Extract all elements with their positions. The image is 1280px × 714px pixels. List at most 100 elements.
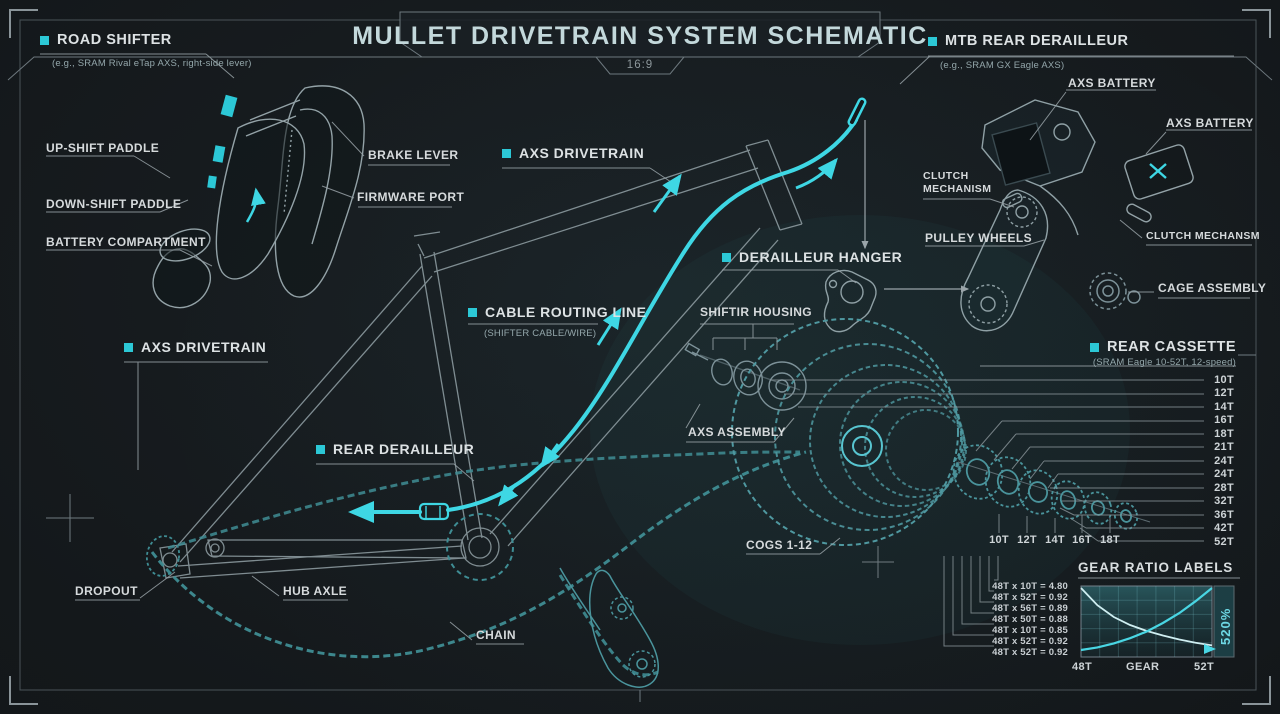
cable-routing-subtitle: (SHIFTER CABLE/WIRE) (484, 328, 597, 339)
corner-brackets (9, 9, 1271, 705)
derailleur-hanger-header: DERAILLEUR HANGER (722, 249, 902, 265)
chart-xtick-high: 52T (1194, 661, 1215, 673)
cog-label: 16T (1214, 414, 1234, 426)
cog-label: 24T (1214, 468, 1234, 480)
derailleur-hanger-title: DERAILLEUR HANGER (739, 249, 903, 265)
section-bullet-icon (316, 445, 325, 454)
axs-drivetrain-left-title: AXS DRIVETRAIN (141, 339, 267, 355)
gear-ratio-row: 48T x 56T = 0.89 (992, 603, 1068, 614)
gear-ratio-row: 48T x 52T = 0.92 (992, 592, 1068, 603)
road-shifter-art (152, 85, 365, 309)
section-bullet-icon (502, 149, 511, 158)
aspect-ratio-badge: 16:9 (626, 59, 654, 71)
exploded-cog-label: 14T (1045, 534, 1065, 546)
cog-label: 24T (1214, 455, 1234, 467)
label-axs-battery-1: AXS BATTERY (1068, 76, 1156, 90)
section-bullet-icon (928, 37, 937, 46)
rear-cassette-subtitle: (SRAM Eagle 10-52T, 12-speed) (1092, 357, 1236, 368)
section-bullet-icon (468, 308, 477, 317)
cog-label: 42T (1214, 522, 1234, 534)
exploded-cog-label: 12T (1017, 534, 1037, 546)
cage-assembly-art (1089, 272, 1141, 310)
rear-cassette-title: REAR CASSETTE (1107, 339, 1236, 355)
mtb-derailleur-header: MTB REAR DERAILLEUR (928, 33, 1129, 49)
label-chain: CHAIN (476, 628, 516, 642)
gear-ratio-row: 48T x 52T = 0.92 (992, 647, 1068, 658)
shift-direction-arrow (245, 187, 266, 223)
label-brake-lever: BRAKE LEVER (368, 148, 459, 162)
section-bullet-icon (124, 343, 133, 352)
cog-label: 52T (1214, 536, 1234, 548)
label-dropout: DROPOUT (75, 584, 138, 598)
pointer-arrows (861, 120, 970, 293)
label-pulley-wheels: PULLEY WHEELS (925, 231, 1032, 245)
label-clutch-line2: MECHANISM (923, 183, 992, 195)
title-banner (7, 11, 1273, 81)
section-bullet-icon (40, 36, 49, 45)
small-cogs-art (952, 444, 1151, 530)
road-shifter-header: ROAD SHIFTER (40, 32, 172, 48)
cog-label: 14T (1214, 401, 1234, 413)
label-down-shift-paddle: DOWN-SHIFT PADDLE (46, 197, 182, 211)
label-hub-axle: HUB AXLE (283, 584, 348, 598)
derailleur-hanger-art (823, 269, 877, 333)
rear-derailleur-header: REAR DERAILLEUR (316, 441, 474, 457)
road-shifter-title: ROAD SHIFTER (57, 32, 172, 48)
axs-battery-art (1124, 144, 1194, 223)
label-clutch-line1: CLUTCH (923, 170, 969, 182)
cassette-art (731, 318, 967, 546)
label-shifter-housing: SHIFTIR HOUSING (700, 305, 813, 319)
rear-cassette-header: REAR CASSETTE (1090, 339, 1236, 355)
page-title: MULLET DRIVETRAIN SYSTEM SCHEMATIC (352, 22, 928, 50)
bike-frame-art (159, 139, 803, 579)
exploded-cog-label: 10T (989, 534, 1009, 546)
label-cogs-range: COGS 1-12 (746, 538, 813, 552)
mtb-derailleur-art (960, 99, 1096, 332)
chart-xtick-mid: GEAR (1126, 661, 1160, 673)
gear-ratio-row: 48T x 52T = 0.92 (992, 636, 1068, 647)
label-clutch-mechanism-right: CLUTCH MECHANSM (1146, 230, 1260, 242)
cog-label: 21T (1214, 441, 1234, 453)
rear-derailleur-title: REAR DERAILLEUR (333, 441, 475, 457)
cable-routing-art (348, 97, 867, 523)
axs-drivetrain-left-header: AXS DRIVETRAIN (124, 339, 266, 355)
gear-ratio-row: 48T x 50T = 0.88 (992, 614, 1068, 625)
registration-marks (46, 354, 1256, 702)
range-ascending-curve (1080, 587, 1213, 652)
road-shifter-subtitle: (e.g., SRAM Rival eTap AXS, right-side l… (52, 58, 252, 69)
label-up-shift-paddle: UP-SHIFT PADDLE (46, 141, 160, 155)
cog-label: 28T (1214, 482, 1234, 494)
label-battery-compartment: BATTERY COMPARTMENT (46, 235, 206, 249)
cable-routing-title: CABLE ROUTING LINE (485, 304, 647, 320)
mtb-derailleur-subtitle: (e.g., SRAM GX Eagle AXS) (940, 60, 1065, 71)
cog-label: 18T (1214, 428, 1234, 440)
leader-lines (40, 53, 1252, 645)
road-derailleur-art (559, 567, 659, 688)
cog-label: 12T (1214, 387, 1234, 399)
mtb-derailleur-title: MTB REAR DERAILLEUR (945, 33, 1129, 49)
gear-ratio-row: 48T x 10T = 0.85 (992, 625, 1068, 636)
cog-label: 36T (1214, 509, 1234, 521)
chain-art (145, 450, 807, 677)
gear-ratio-row: 48T x 10T = 4.80 (992, 581, 1068, 592)
cog-label: 10T (1214, 374, 1234, 386)
axs-drivetrain-top-header: AXS DRIVETRAIN (502, 145, 644, 161)
section-bullet-icon (722, 253, 731, 262)
axs-drivetrain-top-title: AXS DRIVETRAIN (519, 145, 645, 161)
cog-leader-lines (770, 379, 1204, 542)
label-cage-assembly: CAGE ASSEMBLY (1158, 281, 1267, 295)
label-axs-assembly: AXS ASSEMBLY (688, 425, 786, 439)
cassette-glow (590, 215, 1130, 645)
chart-range-label: 520% (1218, 607, 1233, 645)
cog-label: 32T (1214, 495, 1234, 507)
ratio-leader-lines (943, 556, 999, 647)
label-firmware-port: FIRMWARE PORT (357, 190, 465, 204)
label-axs-battery-2: AXS BATTERY (1166, 116, 1254, 130)
chart-arrowhead (1204, 644, 1216, 654)
exploded-cog-label: 16T (1072, 534, 1092, 546)
road-shifter-accents (207, 94, 238, 189)
section-bullet-icon (1090, 343, 1100, 352)
chart-xtick-low: 48T (1072, 661, 1093, 673)
